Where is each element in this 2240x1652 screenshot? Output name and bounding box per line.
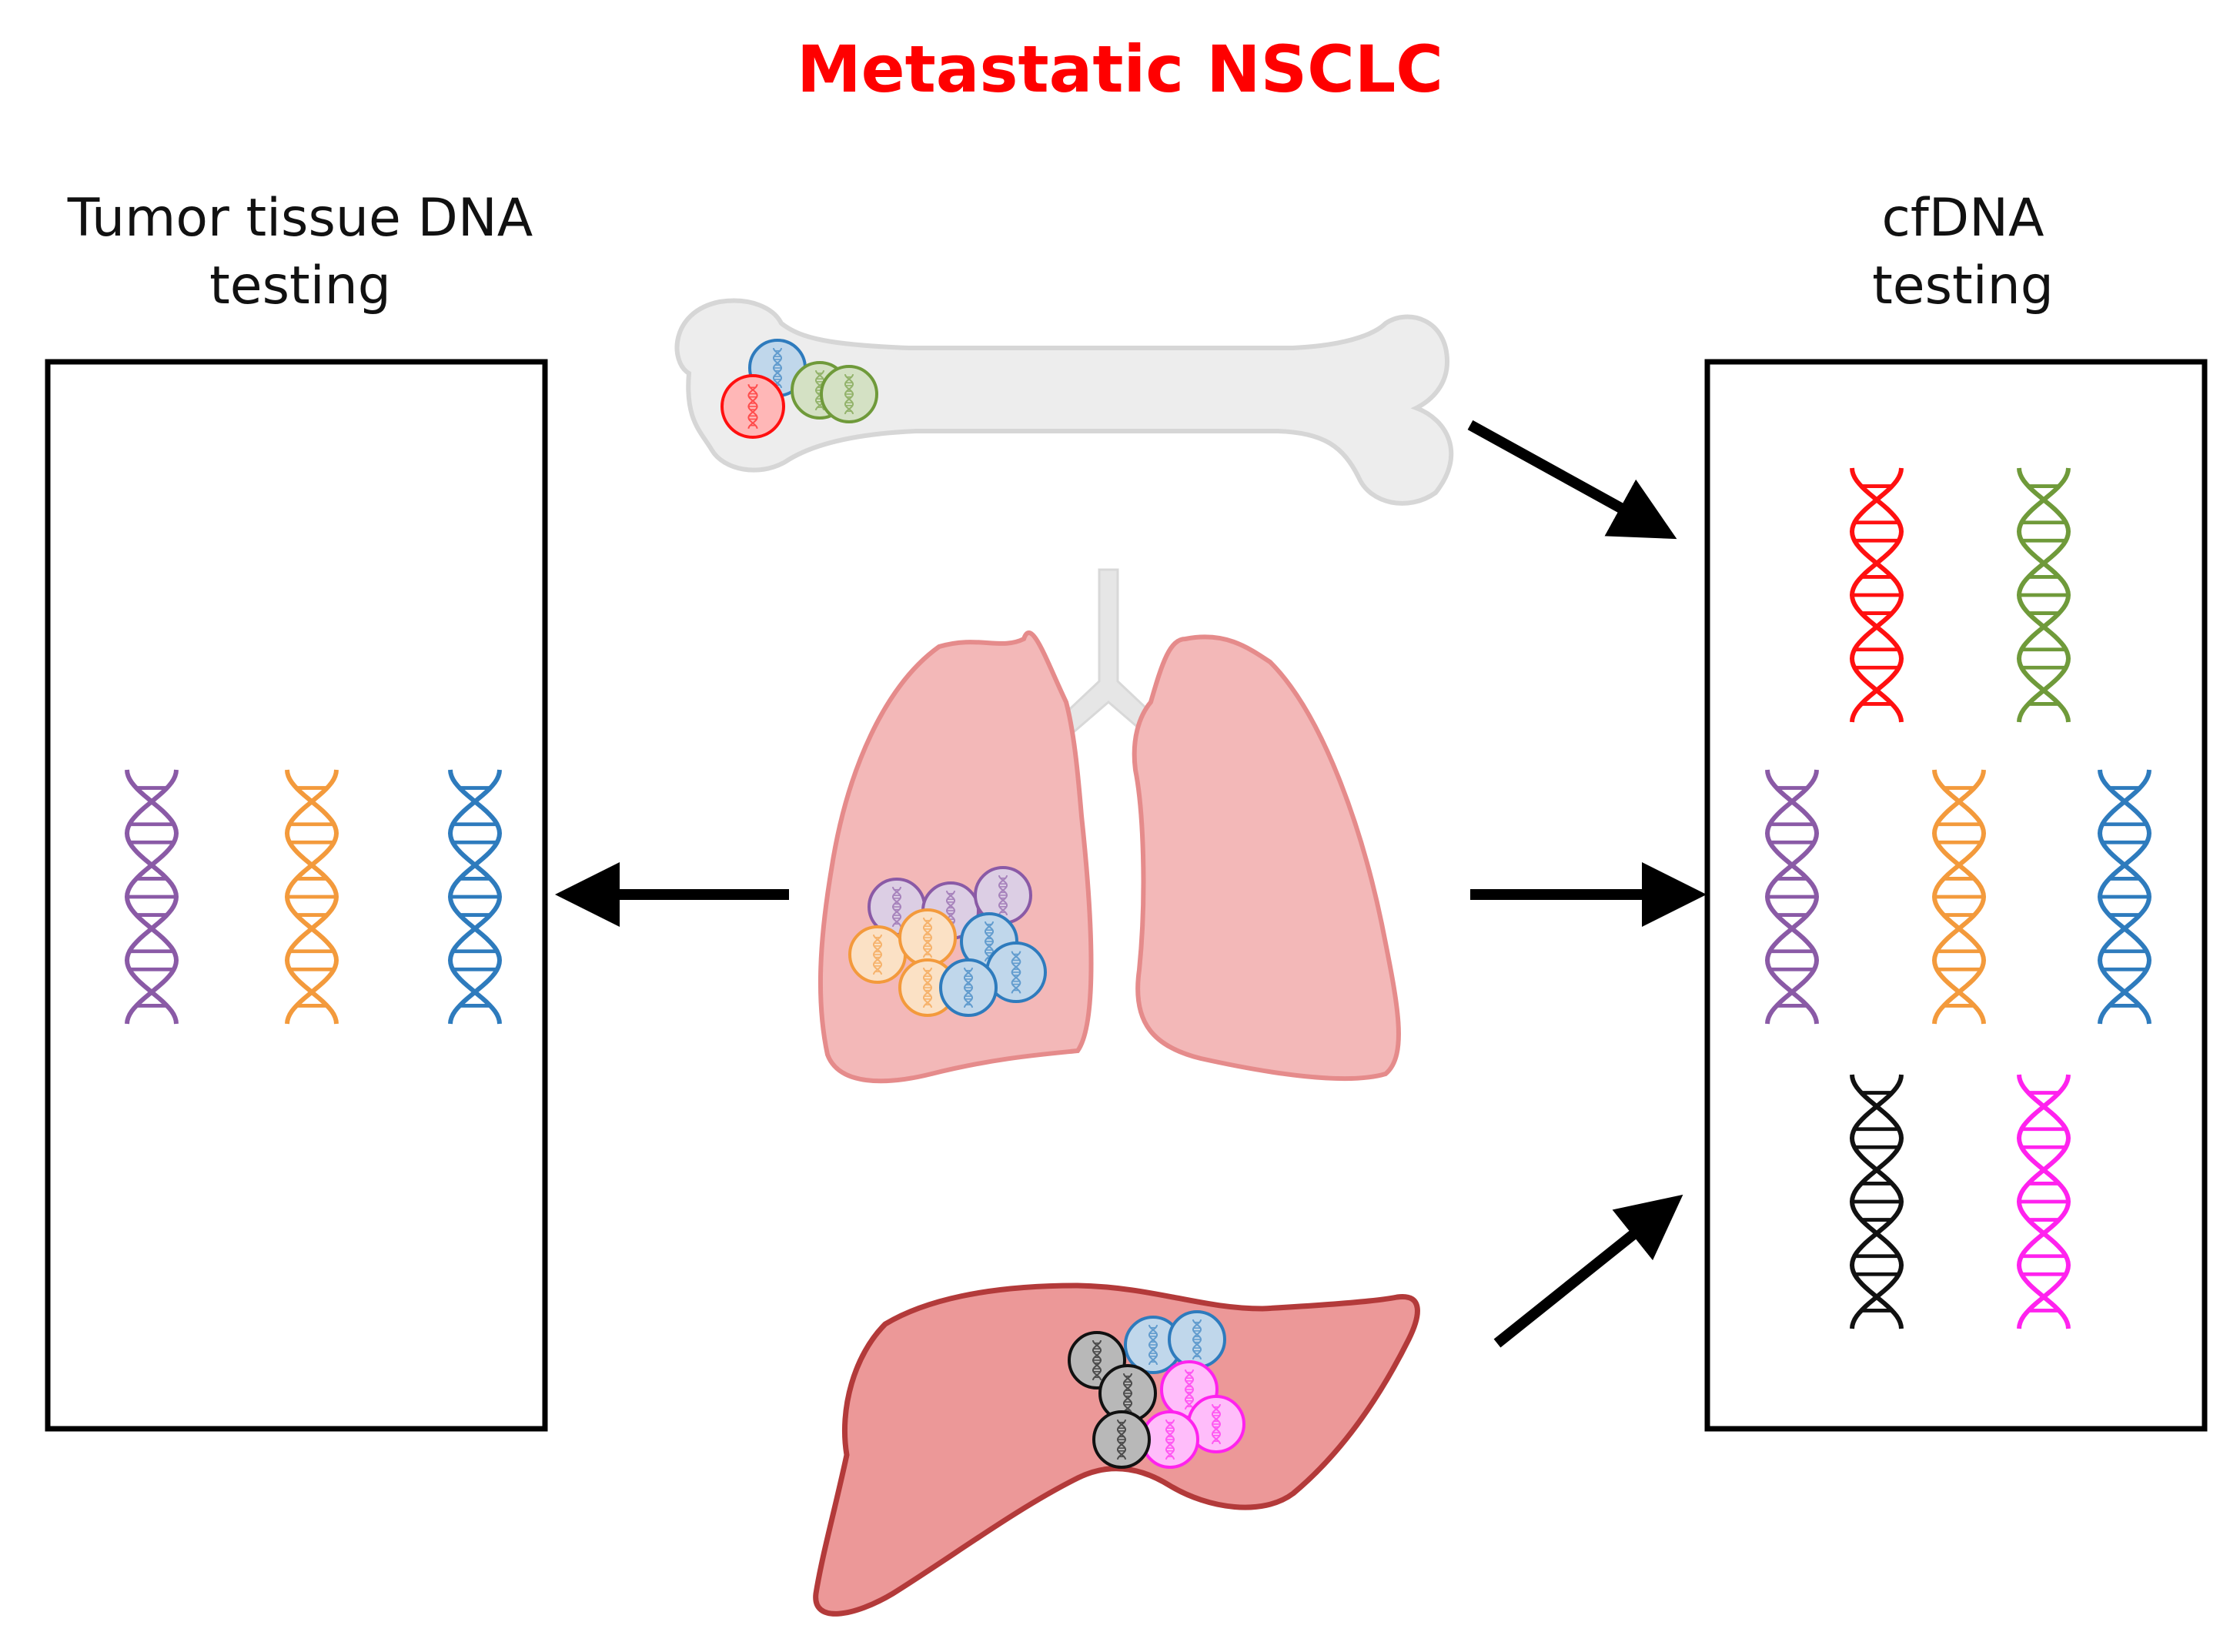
dna-helix-green: [2016, 467, 2071, 723]
cell-dna-icon: [873, 935, 882, 975]
cell-dna-icon: [1011, 951, 1021, 994]
cell-dna-icon: [1148, 1325, 1158, 1365]
diagram-title: Metastatic NSCLC: [797, 32, 1443, 107]
arrow-bone-to-cfdna: [1467, 420, 1677, 540]
tumor-cell: [898, 958, 957, 1017]
tumor-cell: [898, 908, 957, 967]
tumor-cell: [848, 925, 907, 984]
cfdna-label: cfDNA testing: [1872, 188, 2054, 316]
dna-helix-red: [1849, 467, 1904, 723]
dna-helix-blue: [447, 769, 503, 1025]
cell-dna-icon: [964, 968, 973, 1008]
tumor-cell: [1187, 1395, 1245, 1453]
lungs-illustration: [817, 568, 1401, 1084]
dna-helix-magenta: [2016, 1074, 2071, 1329]
cell-dna-icon: [747, 384, 758, 429]
cell-dna-icon: [1212, 1404, 1221, 1444]
dna-helix-purple: [124, 769, 179, 1025]
tumor-tissue-panel: [45, 359, 548, 1432]
tumor-cell: [720, 374, 785, 439]
tumor-cell: [1168, 1310, 1226, 1369]
cell-dna-icon: [1192, 1319, 1202, 1359]
dna-helix-orange: [1931, 769, 1987, 1025]
cell-dna-icon: [1123, 1373, 1132, 1413]
cfdna-panel: [1704, 359, 2208, 1432]
tumor-tissue-label: Tumor tissue DNA testing: [67, 188, 533, 316]
cell-dna-icon: [923, 918, 932, 958]
cell-dna-icon: [998, 875, 1008, 915]
dna-helix-purple: [1764, 769, 1820, 1025]
cell-dna-icon: [1117, 1420, 1126, 1460]
tumor-cell: [820, 365, 878, 423]
cell-dna-icon: [892, 887, 901, 927]
cell-dna-icon: [1185, 1369, 1194, 1410]
arrow-liver-to-cfdna: [1493, 1194, 1683, 1348]
dna-helix-black: [1849, 1074, 1904, 1329]
tumor-cell: [1092, 1410, 1151, 1469]
cell-dna-icon: [923, 968, 932, 1008]
bone-illustration: [674, 298, 1454, 506]
dna-helix-orange: [284, 769, 339, 1025]
dna-helix-blue: [2097, 769, 2152, 1025]
cell-dna-icon: [1165, 1420, 1175, 1460]
tumor-cell: [939, 958, 998, 1017]
cell-dna-icon: [1092, 1340, 1102, 1380]
cell-dna-icon: [844, 374, 854, 414]
